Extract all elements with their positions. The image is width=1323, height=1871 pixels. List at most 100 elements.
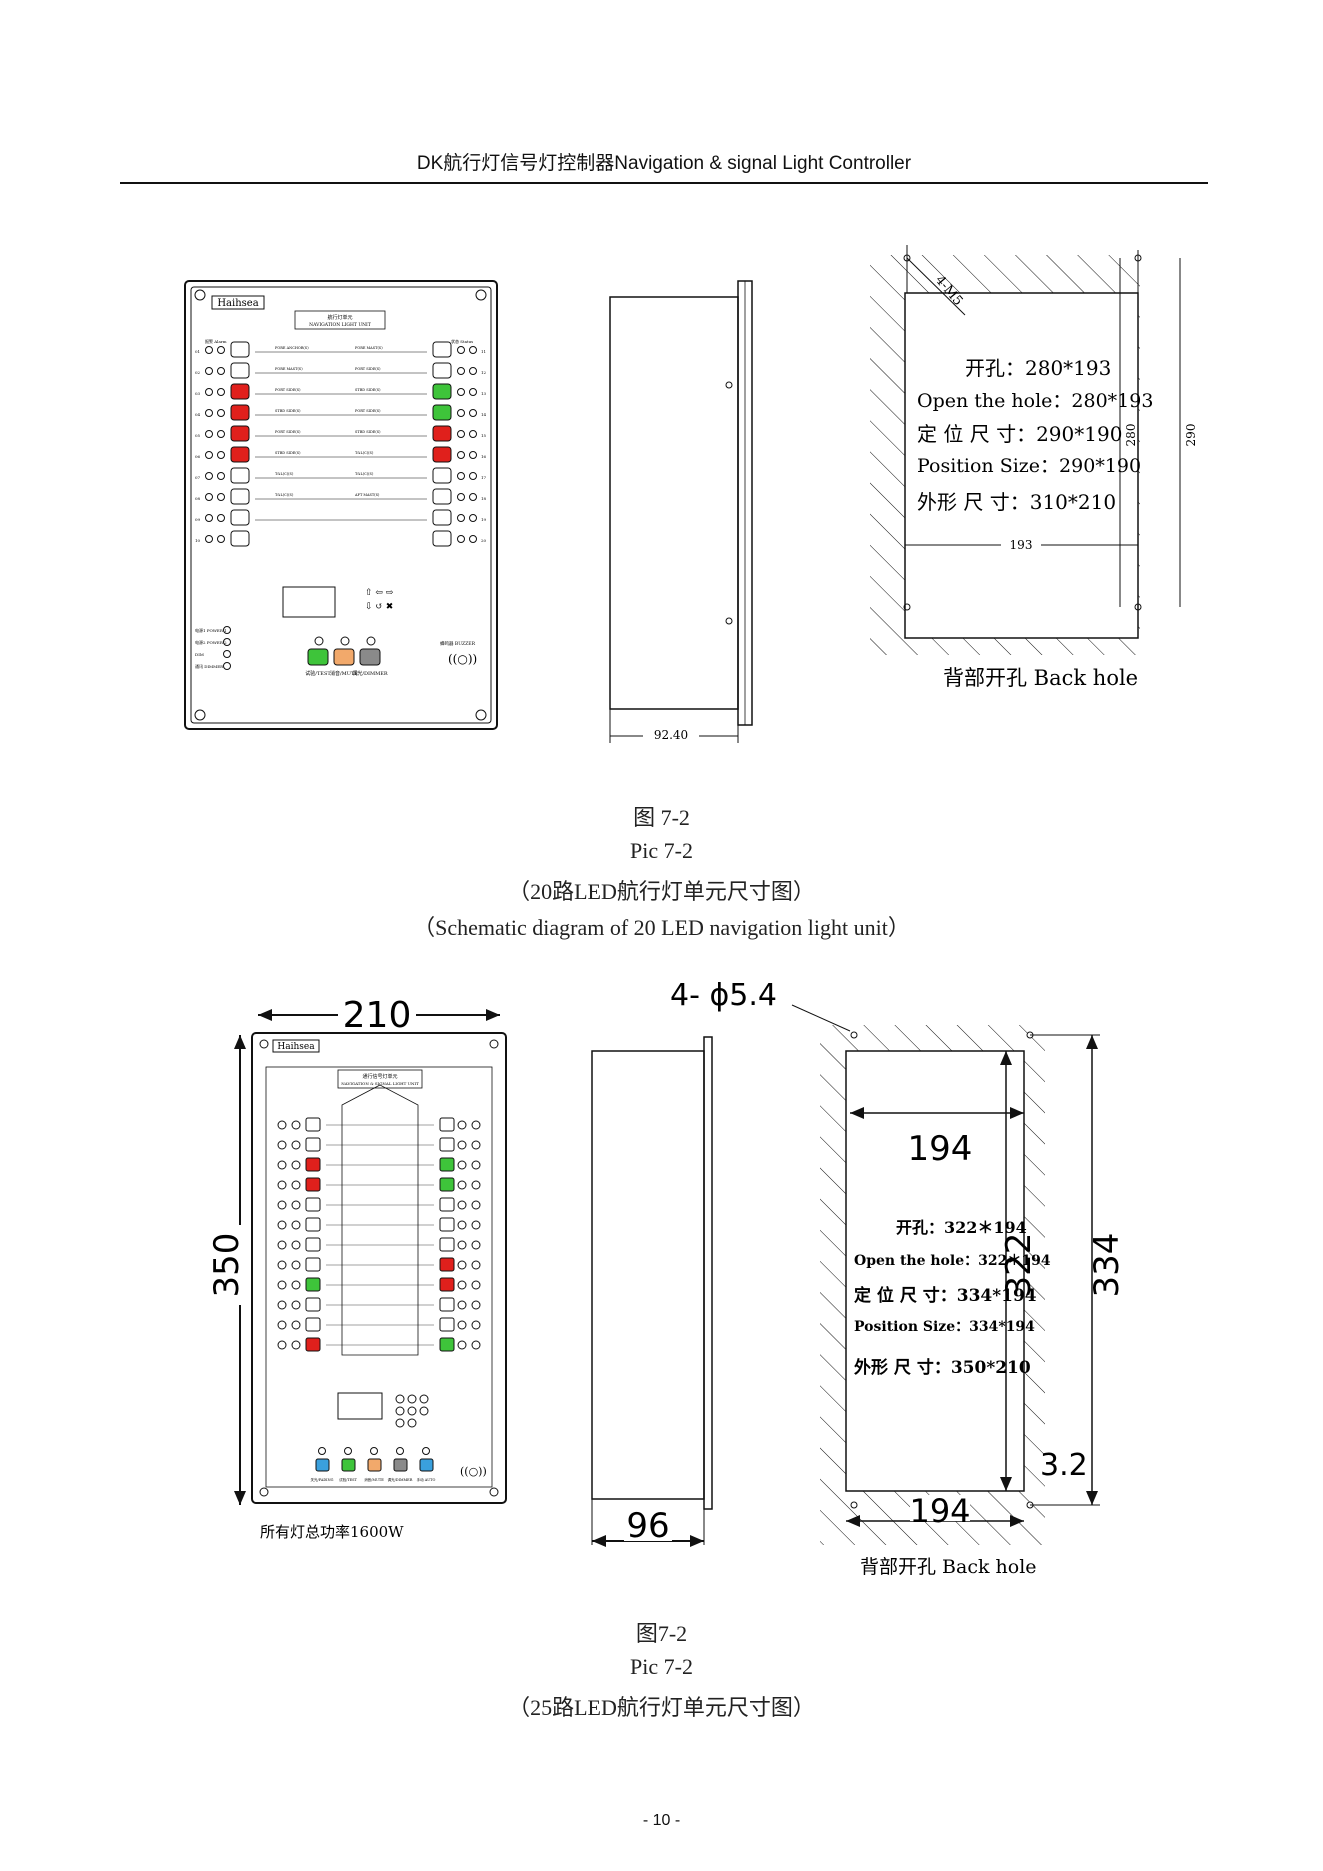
row-number: 14 [481, 412, 487, 417]
back-outer-text: 外形 尺 寸：350*210 [854, 1357, 1031, 1378]
arrow-keys-icon: ⇧ ⇦ ⇨ [365, 588, 394, 598]
status-led [217, 493, 225, 501]
power-label: 电源2 POWER 2 [195, 639, 227, 645]
status-led [291, 1120, 301, 1130]
buzzer-icon: ((○)) [448, 652, 477, 666]
power-label: DIM [195, 652, 204, 657]
panel-button [341, 1458, 356, 1472]
status-led [217, 346, 225, 354]
alarm-led [277, 1340, 287, 1350]
light-switch-right [432, 425, 452, 442]
row-number: 16 [481, 454, 487, 459]
row-number: 01 [195, 349, 200, 354]
dimmer-button[interactable] [359, 648, 381, 666]
buzzer-icon: ((○)) [460, 1465, 487, 1478]
light-switch-left [230, 467, 250, 484]
alarm-led [277, 1140, 287, 1150]
status-led [217, 409, 225, 417]
row-number: 07 [195, 475, 201, 480]
status-led [291, 1240, 301, 1250]
light-switch-left [305, 1317, 321, 1332]
lcd-display [282, 586, 336, 618]
channel-label: T&L(C)(S) [275, 472, 294, 476]
col-alarm-left: 报警 Alarm [205, 338, 227, 344]
screw-icon [489, 1487, 499, 1497]
side-view-20: 92.40 [609, 280, 753, 743]
light-switch-left [230, 530, 250, 547]
total-power-text: 所有灯总功率1600W [260, 1523, 404, 1541]
light-switch-left [230, 383, 250, 400]
alarm-led [277, 1220, 287, 1230]
status-led [291, 1200, 301, 1210]
mute-button[interactable] [333, 648, 355, 666]
alarm-led [205, 409, 213, 417]
button-label: 关光/FADING [311, 1477, 334, 1482]
light-switch-right [439, 1297, 455, 1312]
status-led [457, 346, 465, 354]
back-cutout-text: 开孔：280*193 [965, 356, 1111, 380]
alarm-led [277, 1280, 287, 1290]
caption1-cn: 图 7-2 [633, 805, 690, 830]
row-number: 10 [195, 538, 201, 543]
alarm-led [469, 535, 477, 543]
alarm-led [471, 1300, 481, 1310]
light-switch-right [432, 446, 452, 463]
alarm-led [469, 367, 477, 375]
light-switch-right [432, 362, 452, 379]
caption1-en: Pic 7-2 [630, 838, 693, 863]
header-title: DK航行灯信号灯控制器Navigation & signal Light Con… [416, 153, 912, 174]
light-switch-right [439, 1117, 455, 1132]
channel-label: FORE ANCHOR(S) [275, 346, 309, 350]
back-position-cn: 定 位 尺 寸：334*194 [854, 1285, 1037, 1306]
light-switch-right [439, 1237, 455, 1252]
side-depth-dim: 92.40 [654, 728, 688, 742]
page-number: - 10 - [642, 1812, 681, 1829]
channel-label: PORT SIDE(S) [355, 409, 381, 413]
status-led [457, 451, 465, 459]
status-led [457, 1180, 467, 1190]
status-led [291, 1280, 301, 1290]
status-led [457, 367, 465, 375]
status-led [291, 1300, 301, 1310]
channel-label: PORT SIDE(S) [355, 367, 381, 371]
back-inner-height: 322 [999, 1233, 1039, 1298]
status-led [291, 1180, 301, 1190]
alarm-led [277, 1240, 287, 1250]
alarm-led [471, 1240, 481, 1250]
light-switch-left [305, 1157, 321, 1172]
panel-width-dim: 210 [343, 995, 412, 1036]
back-position-cn: 定 位 尺 寸：290*190 [917, 422, 1122, 446]
back-hole-25: 4- ϕ5.4 194 322 334 3.2 194 开孔：322＊194 O… [670, 978, 1127, 1578]
light-switch-left [305, 1117, 321, 1132]
back-bottom-dim: 193 [1010, 538, 1033, 552]
panel-title-en: NAVIGATION LIGHT UNIT [309, 322, 371, 328]
status-led [457, 388, 465, 396]
status-led [457, 409, 465, 417]
light-switch-right [439, 1217, 455, 1232]
light-switch-right [439, 1317, 455, 1332]
light-switch-left [230, 488, 250, 505]
row-number: 18 [481, 496, 487, 501]
back-gap-dim: 3.2 [1040, 1448, 1088, 1483]
light-switch-right [432, 467, 452, 484]
test-button[interactable] [307, 648, 329, 666]
page-header: DK航行灯信号灯控制器Navigation & signal Light Con… [120, 150, 1208, 184]
panel-button [367, 1458, 382, 1472]
power-led [223, 662, 231, 670]
light-switch-right [432, 488, 452, 505]
light-switch-right [432, 383, 452, 400]
caption1-en-desc: （Schematic diagram of 20 LED navigation … [413, 915, 910, 940]
alarm-led [469, 472, 477, 480]
back-inner-height: 280 [1124, 424, 1138, 447]
panel-button [419, 1458, 434, 1472]
light-switch-left [230, 446, 250, 463]
button-label: 调光/DIMMER [388, 1477, 413, 1482]
front-panel-25: 210 350 Haihsea 通行信号灯单元 NAVIGATION & SIG… [207, 995, 507, 1541]
status-led [457, 1280, 467, 1290]
status-led [217, 388, 225, 396]
light-switch-right [439, 1137, 455, 1152]
status-led [457, 472, 465, 480]
row-number: 09 [195, 517, 201, 522]
status-led [457, 535, 465, 543]
back-position-en: Position Size：334*194 [854, 1319, 1035, 1335]
